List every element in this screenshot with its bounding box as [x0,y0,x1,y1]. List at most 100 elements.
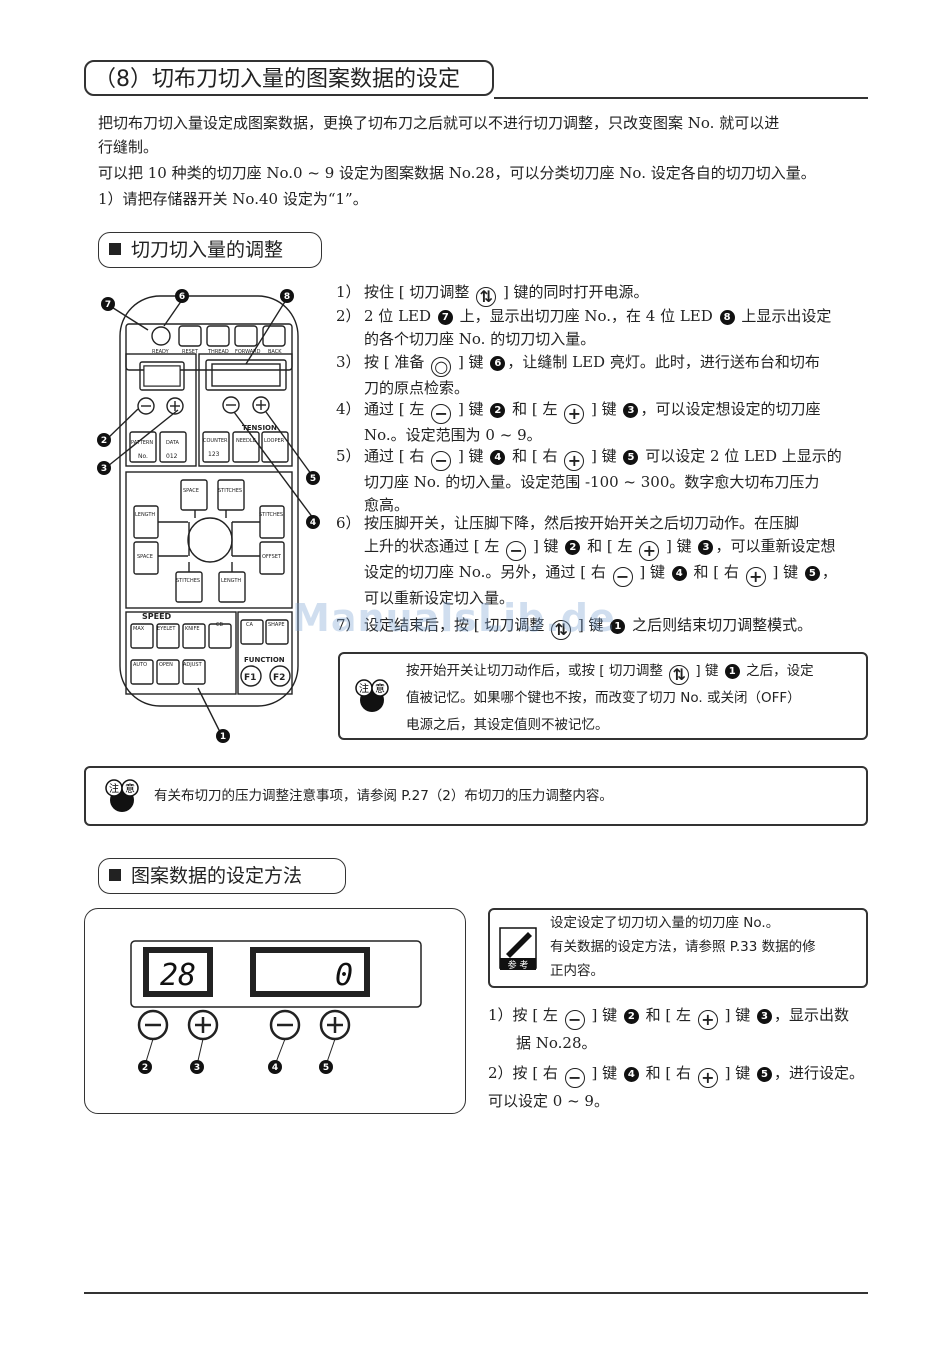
svg-text:SHAPE: SHAPE [268,622,285,628]
svg-text:DATA: DATA [166,440,179,446]
reference-text: 设定设定了切刀切入量的切刀座 No.。 有关数据的设定方法，请参照 P.33 数… [550,915,816,979]
subsection-title-pattern-data: 图案数据的设定方法 [98,858,346,894]
minus-key-icon: − [564,1010,585,1030]
caution-box-1: 注 意 按开始开关让切刀动作后，或按 [ 切刀调整 ⇅ ] 键 1 之后，设定 … [338,652,868,740]
svg-text:注: 注 [109,782,119,795]
left-led-value: 28 [160,958,196,993]
plus-key-icon: + [639,541,660,561]
step-2: 2）2 位 LED 7 上，显示出切刀座 No.，在 4 位 LED 8 上显示… [336,307,832,348]
svg-text:F1: F1 [244,673,256,683]
callout-6: 6 [179,292,185,302]
svg-text:STITCHES: STITCHES [176,578,200,584]
svg-text:AUTO: AUTO [133,662,147,668]
step-1: 1）按住 [ 切刀调整 ⇅ ] 键的同时打开电源。 [336,283,649,307]
svg-text:FUNCTION: FUNCTION [244,656,285,664]
caution-hand-icon: 注 意 [105,779,139,812]
plus-key-icon: + [697,1068,718,1088]
minus-key-icon: − [612,567,633,587]
svg-text:OPEN: OPEN [159,662,173,668]
svg-text:CA: CA [246,622,253,628]
reference-pen-icon: 参 考 [499,927,537,971]
display-diagram: 28 0 2 3 4 5 [130,940,422,1074]
subsection-title-text: 图案数据的设定方法 [131,865,303,887]
svg-text:BACK: BACK [268,349,282,355]
svg-text:TENSION: TENSION [242,424,277,432]
knife-adjust-key-icon: ⇅ [551,620,572,640]
bullet-square [109,243,121,255]
svg-text:LENGTH: LENGTH [135,512,155,518]
svg-text:STITCHES: STITCHES [259,512,283,518]
step-3: 3）按 [ 准备 ○ ] 键 6，让缝制 LED 亮灯。此时，进行送布台和切布 … [336,353,820,397]
display-illustration: 28 0 2 3 4 5 [84,908,466,1114]
caution-hand-icon: 注 意 [355,679,389,712]
step-4: 4）通过 [ 左 − ] 键 2 和 [ 左 + ] 键 3，可以设定想设定的切… [336,400,821,444]
svg-text:KNIFE: KNIFE [185,626,200,632]
callout-4: 4 [310,518,316,528]
minus-key-icon: − [564,1068,585,1088]
svg-text:CB: CB [216,622,223,628]
callout-2: 2 [142,1063,148,1073]
plus-key-icon: + [745,567,766,587]
intro-line-4: 1）请把存储器开关 No.40 设定为“1”。 [98,190,368,208]
svg-text:STITCHES: STITCHES [218,488,242,494]
intro-line-1: 把切布刀切入量设定成图案数据，更换了切布刀之后就可以不进行切刀调整，只改变图案 … [98,114,780,132]
svg-text:NEEDLE: NEEDLE [236,438,256,444]
svg-text:意: 意 [125,782,135,795]
svg-text:SPACE: SPACE [183,488,199,494]
pattern-step-1: 1）按 [ 左 − ] 键 2 和 [ 左 + ] 键 3，显示出数 据 No.… [488,1006,850,1052]
panel-label-ready: READY [152,349,170,355]
svg-text:MAX: MAX [133,626,145,632]
section-rule [494,97,868,99]
section-title: （8）切布刀切入量的图案数据的设定 [84,60,494,96]
minus-key-icon: − [431,404,452,424]
minus-key-icon: − [431,451,452,471]
svg-text:012: 012 [166,453,178,460]
caution-box-2: 注 意 有关布切刀的压力调整注意事项，请参阅 P.27（2）布切刀的压力调整内容… [84,766,868,826]
right-led-value: 0 [335,958,353,993]
watermark: ManualsLib.de [292,596,616,640]
svg-text:LENGTH: LENGTH [221,578,241,584]
svg-text:OFFSET: OFFSET [262,554,282,560]
svg-text:COUNTER: COUNTER [203,438,228,444]
plus-key-icon: + [564,404,585,424]
callout-2: 2 [101,436,107,446]
svg-text:ADJUST: ADJUST [183,662,203,668]
callout-5: 5 [310,474,316,484]
callout-7: 7 [105,300,111,310]
subsection-title-knife-adjust: 切刀切入量的调整 [98,232,322,268]
callout-3: 3 [101,464,107,474]
callout-3: 3 [194,1063,200,1073]
svg-text:RESET: RESET [182,349,199,355]
plus-key-icon: + [564,451,585,471]
subsection-title-text: 切刀切入量的调整 [131,239,284,261]
svg-text:LOOPER: LOOPER [264,438,285,444]
callout-8: 8 [284,292,290,302]
svg-text:FORWARD: FORWARD [235,349,261,355]
intro-line-3: 可以把 10 种类的切刀座 No.0 ~ 9 设定为图案数据 No.28，可以分… [98,164,816,182]
callout-1: 1 [220,732,226,742]
pattern-step-2: 2）按 [ 右 − ] 键 4 和 [ 右 + ] 键 5，进行设定。 可以设定… [488,1064,865,1110]
step-6: 6）按压脚开关，让压脚下降，然后按开始开关之后切刀动作。在压脚 上升的状态通过 … [336,514,837,607]
panel-outline [119,295,299,707]
intro-line-2: 行缝制。 [98,138,159,156]
bullet-square [109,869,121,881]
operation-panel-diagram: READY RESET THREAD FORWARD BACK TENSION … [97,289,320,743]
svg-text:SPACE: SPACE [137,554,153,560]
step-7: 7）设定结束后，按 [ 切刀调整 ⇅ ] 键 1 之后则结束切刀调整模式。 [336,616,813,640]
callout-5: 5 [323,1063,329,1073]
ready-key-icon: ○ [431,357,452,377]
reference-box: 参 考 设定设定了切刀切入量的切刀座 No.。 有关数据的设定方法，请参照 P.… [488,908,868,988]
footer-rule [84,1292,868,1294]
callout-4: 4 [272,1063,278,1073]
svg-text:123: 123 [208,451,220,458]
plus-key-icon: + [697,1010,718,1030]
svg-text:THREAD: THREAD [207,349,229,355]
svg-text:F2: F2 [273,673,285,683]
svg-text:EYELET: EYELET [157,626,176,632]
svg-text:SPEED: SPEED [142,612,172,621]
knife-adjust-key-icon: ⇅ [476,287,497,307]
svg-text:PATTERN: PATTERN [131,440,153,446]
svg-text:No.: No. [138,453,148,460]
knife-adjust-key-icon: ⇅ [669,665,690,685]
svg-text:参 考: 参 考 [508,959,529,971]
